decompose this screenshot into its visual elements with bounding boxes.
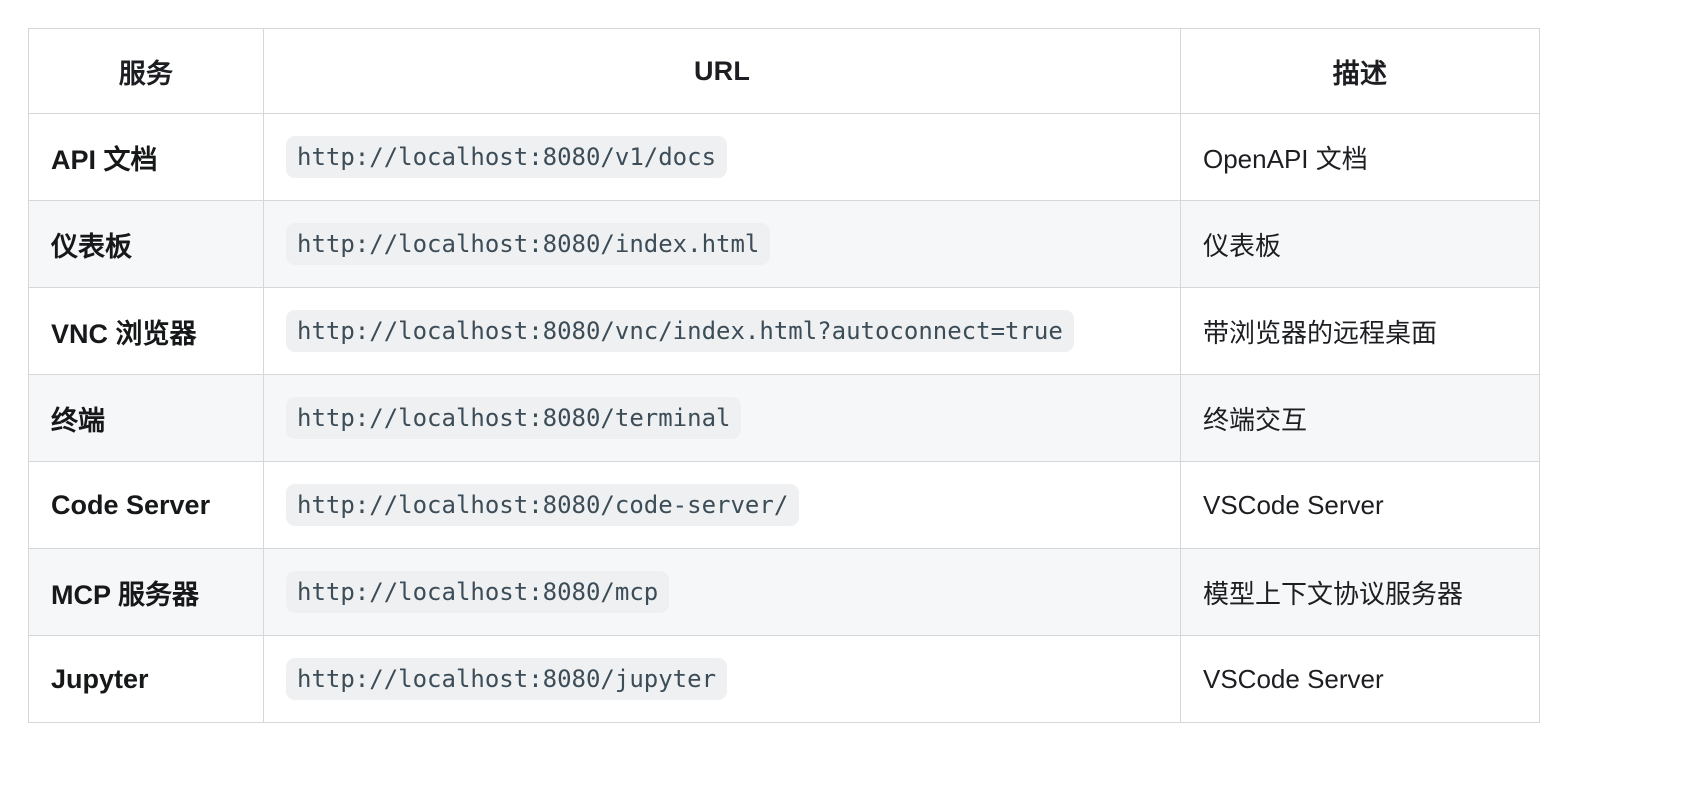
table-header: 服务 URL 描述 [28,28,1540,114]
header-row: 服务 URL 描述 [28,28,1540,114]
service-url-cell: http://localhost:8080/terminal [263,374,1181,462]
service-description: 带浏览器的远程桌面 [1180,287,1540,375]
table-row: Jupyter http://localhost:8080/jupyter VS… [28,635,1540,723]
table-body: API 文档 http://localhost:8080/v1/docs Ope… [28,113,1540,723]
table-row: Code Server http://localhost:8080/code-s… [28,461,1540,549]
column-header-description: 描述 [1180,28,1540,114]
service-description: VSCode Server [1180,635,1540,723]
table-row: API 文档 http://localhost:8080/v1/docs Ope… [28,113,1540,201]
service-description: 模型上下文协议服务器 [1180,548,1540,636]
service-name: API 文档 [28,113,264,201]
services-table-container: 服务 URL 描述 API 文档 http://localhost:8080/v… [28,28,1540,723]
service-url-cell: http://localhost:8080/jupyter [263,635,1181,723]
service-url[interactable]: http://localhost:8080/index.html [286,222,771,266]
column-header-service: 服务 [28,28,264,114]
service-description: 仪表板 [1180,200,1540,288]
service-description: OpenAPI 文档 [1180,113,1540,201]
service-name: 仪表板 [28,200,264,288]
service-url[interactable]: http://localhost:8080/code-server/ [286,483,800,527]
service-name: 终端 [28,374,264,462]
service-url[interactable]: http://localhost:8080/vnc/index.html?aut… [286,309,1074,353]
service-url-cell: http://localhost:8080/mcp [263,548,1181,636]
table-row: VNC 浏览器 http://localhost:8080/vnc/index.… [28,287,1540,375]
table-row: MCP 服务器 http://localhost:8080/mcp 模型上下文协… [28,548,1540,636]
service-description: 终端交互 [1180,374,1540,462]
service-name: Code Server [28,461,264,549]
service-url-cell: http://localhost:8080/index.html [263,200,1181,288]
service-description: VSCode Server [1180,461,1540,549]
service-url-cell: http://localhost:8080/code-server/ [263,461,1181,549]
service-url[interactable]: http://localhost:8080/jupyter [286,657,728,701]
service-name: MCP 服务器 [28,548,264,636]
service-url-cell: http://localhost:8080/v1/docs [263,113,1181,201]
service-name: VNC 浏览器 [28,287,264,375]
services-table: 服务 URL 描述 API 文档 http://localhost:8080/v… [28,28,1540,723]
table-row: 仪表板 http://localhost:8080/index.html 仪表板 [28,200,1540,288]
service-name: Jupyter [28,635,264,723]
service-url[interactable]: http://localhost:8080/terminal [286,396,742,440]
table-row: 终端 http://localhost:8080/terminal 终端交互 [28,374,1540,462]
service-url[interactable]: http://localhost:8080/mcp [286,570,670,614]
service-url-cell: http://localhost:8080/vnc/index.html?aut… [263,287,1181,375]
column-header-url: URL [263,28,1181,114]
service-url[interactable]: http://localhost:8080/v1/docs [286,135,728,179]
